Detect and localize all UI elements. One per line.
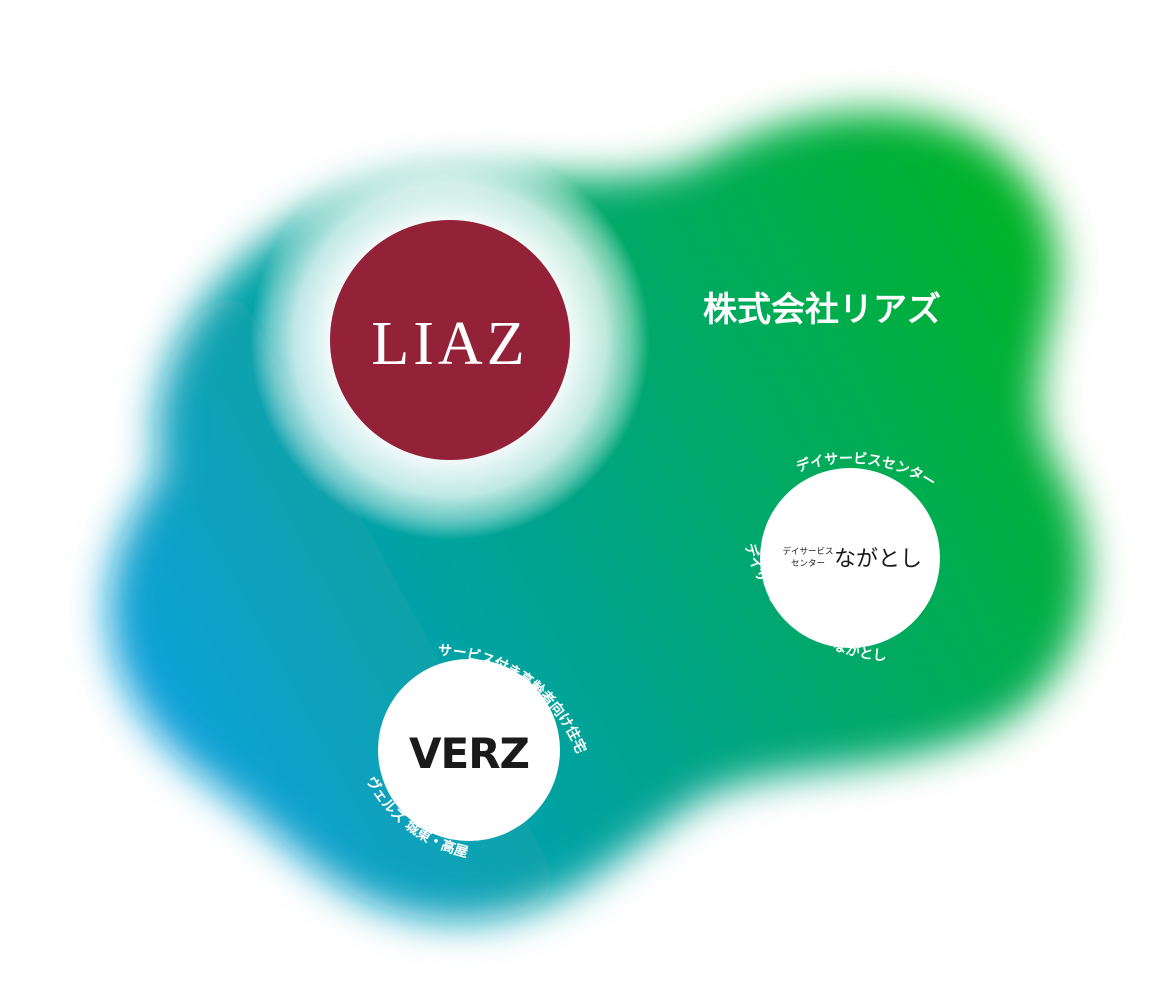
nagatoshi-circle[interactable]: [760, 468, 940, 648]
verz-circle[interactable]: [378, 659, 560, 841]
nagatoshi-logo-main: ながとし: [834, 547, 922, 572]
verz-logo-text: VERZ: [409, 729, 529, 778]
company-name: 株式会社リアズ: [703, 290, 941, 330]
liaz-circle[interactable]: [330, 220, 570, 460]
liaz-logo-text: LIAZ: [371, 310, 528, 378]
nagatoshi-logo-small-line1: デイサービス: [782, 546, 833, 557]
nagatoshi-logo-small-line2: センター: [791, 559, 825, 569]
